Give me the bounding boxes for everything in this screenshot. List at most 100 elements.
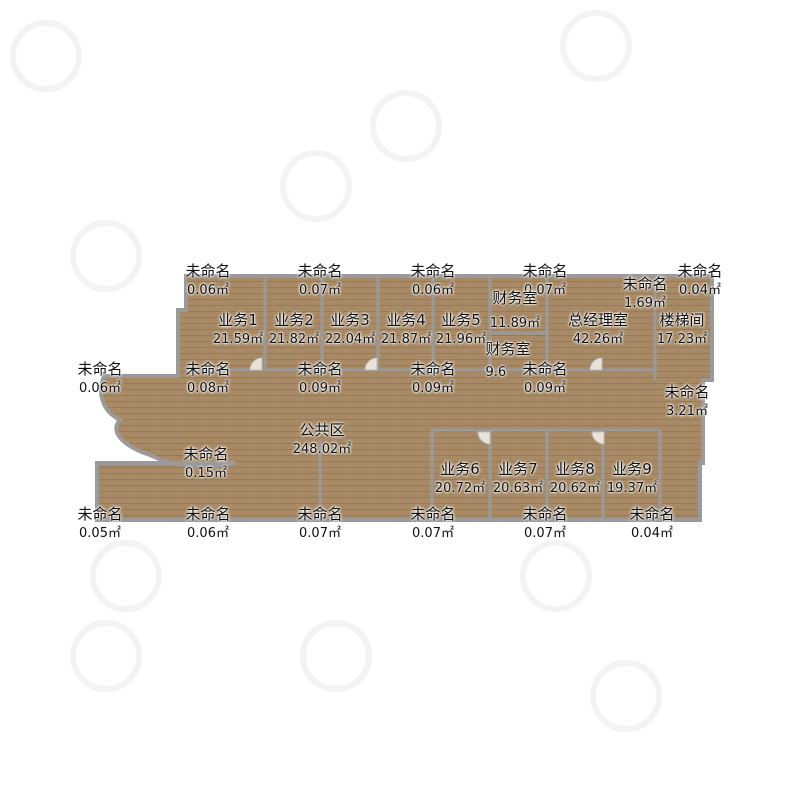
watermark-logo — [90, 540, 162, 612]
room-name: 未命名 — [522, 505, 568, 523]
room-name: 财务室 — [492, 289, 538, 307]
room-label: 未命名 3.21㎡ — [664, 383, 709, 421]
room-name: 业务9 — [612, 460, 652, 478]
room-area: 0.09㎡ — [524, 381, 566, 396]
room-name: 未命名 — [77, 360, 123, 378]
room-label: 总经理室 42.26㎡ — [568, 311, 628, 349]
room-label: 楼梯间 17.23㎡ — [657, 311, 707, 349]
room-name: 业务2 — [274, 311, 314, 329]
room-label: 业务8 20.62㎡ — [550, 460, 600, 498]
room-label: 未命名 0.05㎡ — [77, 505, 122, 543]
room-area: 1.69㎡ — [624, 296, 666, 311]
room-area: 20.62㎡ — [549, 481, 601, 496]
watermark-logo — [70, 620, 142, 692]
room-name: 业务6 — [440, 460, 480, 478]
room-area: 0.07㎡ — [299, 526, 341, 541]
room-name: 未命名 — [677, 262, 723, 280]
room-name: 业务3 — [330, 311, 370, 329]
room-area: 0.06㎡ — [79, 381, 121, 396]
room-label: 未命名 0.09㎡ — [522, 360, 567, 398]
room-area: 11.89㎡ — [489, 316, 541, 331]
room-area: 0.07㎡ — [524, 526, 566, 541]
room-label: 未命名 0.06㎡ — [185, 505, 230, 543]
door-swings — [249, 357, 605, 445]
watermark-logo — [560, 10, 632, 82]
room-name: 未命名 — [183, 445, 229, 463]
room-label: 未命名 0.06㎡ — [185, 262, 230, 300]
room-name: 总经理室 — [567, 311, 629, 329]
room-area: 0.07㎡ — [299, 283, 341, 298]
watermark-logo — [300, 620, 372, 692]
room-name: 未命名 — [522, 262, 568, 280]
room-label: 未命名 0.07㎡ — [297, 262, 342, 300]
room-area: 0.06㎡ — [187, 526, 229, 541]
room-area: 9.6 — [485, 365, 507, 380]
room-name: 楼梯间 — [659, 311, 705, 329]
watermark-logo — [520, 540, 592, 612]
room-name: 财务室 — [485, 340, 531, 358]
room-area: 21.59㎡ — [212, 332, 264, 347]
room-area: 19.37㎡ — [606, 481, 658, 496]
room-label: 业务7 20.63㎡ — [493, 460, 543, 498]
room-area: 0.04㎡ — [679, 283, 721, 298]
room-name: 业务7 — [498, 460, 538, 478]
room-area: 0.06㎡ — [412, 283, 454, 298]
room-label: 未命名 0.07㎡ — [410, 505, 455, 543]
room-area: 248.02㎡ — [292, 442, 352, 457]
room-label: 业务9 19.37㎡ — [607, 460, 657, 498]
room-area: 0.06㎡ — [187, 283, 229, 298]
room-area: 21.96㎡ — [435, 332, 487, 347]
room-label: 业务3 22.04㎡ — [325, 311, 375, 349]
room-label: 业务6 20.72㎡ — [435, 460, 485, 498]
room-name: 未命名 — [297, 505, 343, 523]
room-area: 20.72㎡ — [434, 481, 486, 496]
room-label: 未命名 0.04㎡ — [629, 505, 674, 543]
room-name: 未命名 — [410, 360, 456, 378]
room-area: 21.87㎡ — [380, 332, 432, 347]
room-label: 未命名 0.06㎡ — [77, 360, 122, 398]
room-name: 业务8 — [555, 460, 595, 478]
room-area: 42.26㎡ — [572, 332, 624, 347]
room-name: 未命名 — [522, 360, 568, 378]
room-area: 17.23㎡ — [656, 332, 708, 347]
watermark-logo — [280, 150, 352, 222]
room-area: 3.21㎡ — [666, 404, 708, 419]
watermark-logo — [370, 90, 442, 162]
room-name: 未命名 — [185, 262, 231, 280]
room-name: 未命名 — [664, 383, 710, 401]
room-area: 0.15㎡ — [185, 466, 227, 481]
room-label: 财务室 11.89㎡ — [490, 286, 540, 336]
watermark-logo — [70, 220, 142, 292]
room-area: 0.09㎡ — [299, 381, 341, 396]
room-name: 未命名 — [77, 505, 123, 523]
watermark-logo — [10, 20, 82, 92]
room-area: 0.08㎡ — [187, 381, 229, 396]
room-label: 业务2 21.82㎡ — [269, 311, 319, 349]
room-label: 未命名 0.15㎡ — [183, 445, 228, 483]
room-name: 未命名 — [297, 262, 343, 280]
room-label: 未命名 0.07㎡ — [297, 505, 342, 543]
room-area: 0.04㎡ — [631, 526, 673, 541]
room-label: 未命名 1.69㎡ — [622, 275, 667, 313]
room-area: 22.04㎡ — [324, 332, 376, 347]
room-area: 21.82㎡ — [268, 332, 320, 347]
room-area: 0.05㎡ — [79, 526, 121, 541]
room-name: 业务5 — [441, 311, 481, 329]
room-name: 未命名 — [410, 505, 456, 523]
room-name: 未命名 — [622, 275, 668, 293]
room-label: 财务室 9.6 — [485, 338, 530, 384]
room-area: 20.63㎡ — [492, 481, 544, 496]
room-name: 未命名 — [297, 360, 343, 378]
room-area: 0.07㎡ — [412, 526, 454, 541]
room-label: 业务1 21.59㎡ — [213, 311, 263, 349]
room-name: 未命名 — [185, 505, 231, 523]
room-name: 业务1 — [218, 311, 258, 329]
room-name: 未命名 — [629, 505, 675, 523]
